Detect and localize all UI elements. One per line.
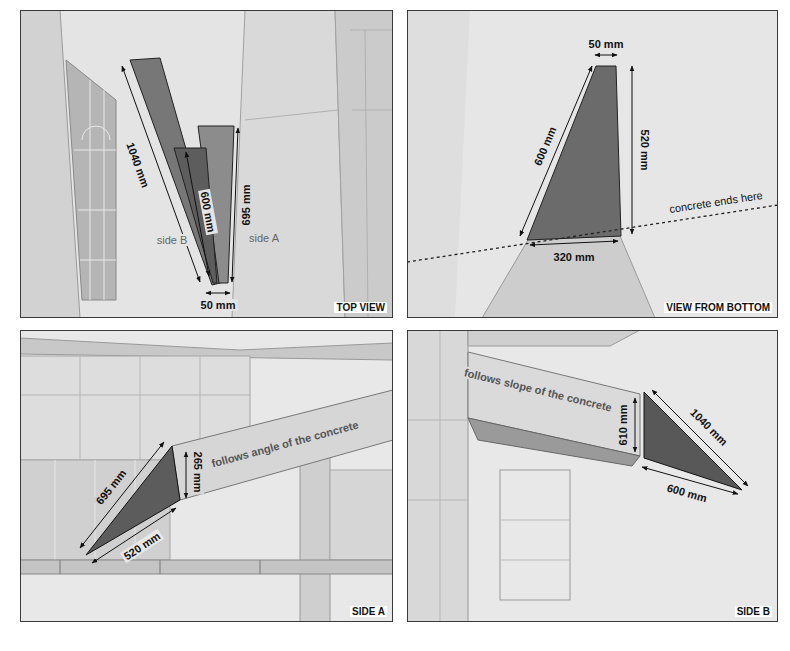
drawing-part [122,66,200,282]
drawing-part [60,560,260,574]
dimension-label: 1040 mm [687,405,732,450]
dimension-label: 600 mm [531,123,560,169]
drawing-part [407,330,468,622]
drawing-part [20,10,80,318]
drawing-part [407,420,468,421]
drawing-part [104,90,105,300]
view-panel: TOP VIEW [20,10,393,318]
dimension-label: 50 mm [587,38,626,50]
drawing-part [186,452,187,498]
drawing-part [520,66,592,236]
drawing-part [20,395,250,396]
drawing-part [652,390,748,486]
dimension-label: 520 mm [639,128,651,173]
drawing-part [80,442,186,563]
view-title: SIDE A [350,606,387,618]
drawing-part [140,356,141,460]
dimension-label: 1040 mm [124,139,153,191]
drawing-part [86,446,180,555]
drawing-part [122,66,238,293]
drawing-part [260,560,261,574]
view-title: SIDE B [735,606,772,618]
bottom-view-drawing [407,10,778,318]
drawing-part [82,126,110,140]
side-a-drawing [20,330,393,622]
drawing-part [500,560,570,561]
top-view-drawing [20,10,393,318]
drawing-part [468,418,640,466]
view-panel: SIDE A [20,330,393,622]
drawing-part [500,470,570,600]
drawing-part [20,330,393,622]
dimension-label: 600 mm [198,189,218,235]
drawing-part [330,470,393,560]
drawing-part [440,330,441,622]
drawing-part [635,398,636,452]
view-title: VIEW FROM BOTTOM [664,302,772,314]
drawing-part [407,330,778,622]
dimension-label: 695 mm [92,466,129,509]
drawing-part [80,356,81,460]
drawing-part [80,260,116,261]
drawing-part [245,110,338,120]
view-panel: VIEW FROM BOTTOM [407,10,778,318]
side-b-drawing [407,330,778,622]
drawing-part [595,55,617,56]
drawing-part [407,10,778,318]
dimension-label: 695 mm [240,183,252,228]
drawing-part [172,390,393,500]
drawing-part [335,10,393,318]
note-label: concrete ends here [667,189,766,216]
drawing-part [530,241,618,245]
drawing-part [520,55,632,245]
view-title: TOP VIEW [334,302,387,314]
dimension-label: 610 mm [617,403,629,448]
drawing-part [632,66,633,234]
drawing-part [232,128,238,282]
side-name-label: side A [247,232,281,244]
drawing-part [74,80,116,300]
drawing-part [352,110,393,111]
drawing-part [500,520,570,560]
drawing-part [78,210,116,211]
drawing-part [468,330,640,346]
drawing-part [55,460,56,560]
drawing-part [90,80,91,300]
note-label: follows slope of the concrete [461,366,615,414]
drawing-part [407,330,468,622]
drawing-part [482,236,655,318]
dimension-label: 50 mm [199,299,238,311]
drawing-part [74,150,116,151]
drawing-part [245,30,393,318]
dimension-label: 265 mm [192,450,204,495]
dimension-label: 320 mm [552,251,597,263]
drawing-part [232,10,345,318]
note-label: follows angle of the concrete [208,418,361,470]
drawing-part [160,560,161,574]
drawing-part [60,560,61,574]
drawing-part [20,10,393,318]
drawing-part [500,520,570,521]
drawing-part [300,455,330,622]
drawing-part [635,390,748,494]
side-name-label: side B [155,234,190,246]
drawing-part [365,30,368,318]
drawing-part [527,66,621,240]
dimension-label: 600 mm [664,481,711,505]
dimension-label: 520 mm [120,529,164,564]
drawing-part [350,30,393,31]
drawing-part [644,392,742,490]
drawing-part [92,508,176,563]
drawing-part [407,500,468,501]
drawing-part [66,60,116,300]
drawing-part [206,293,230,294]
drawing-part [407,10,470,318]
drawing-part [20,560,393,574]
